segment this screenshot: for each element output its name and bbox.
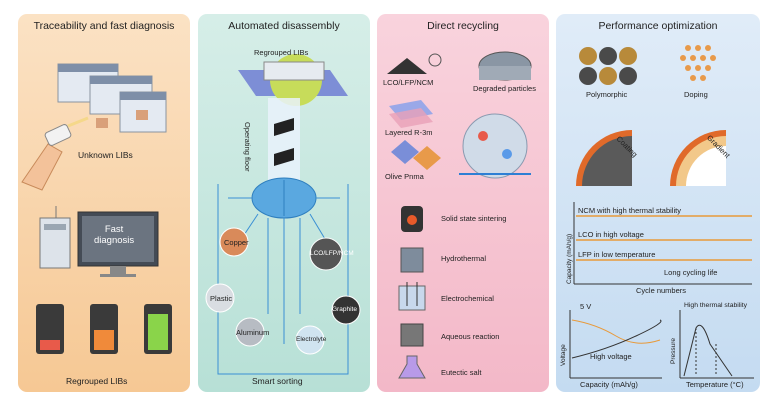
performance-title: Performance optimization: [598, 20, 718, 32]
olive-label: Olive Pnma: [385, 172, 424, 181]
capacity-chart: [573, 202, 752, 285]
cycle-numbers-label: Cycle numbers: [636, 286, 687, 295]
layered-structure-icon: [389, 100, 433, 128]
traceability-illustration: [21, 63, 172, 354]
recycling-illustration: [387, 51, 532, 379]
direct-recycling-panel: Direct recycling: [377, 14, 549, 392]
disassembly-title: Automated disassembly: [228, 20, 340, 32]
unknown-libs-label: Unknown LIBs: [78, 150, 133, 160]
doping-lattice-icon: [680, 45, 716, 81]
fast-diagnosis-label: Fast diagnosis: [94, 224, 135, 246]
regrouped-libs-top-label: Regrouped LIBs: [254, 48, 309, 57]
olivine-structure-icon: [391, 140, 441, 170]
electrochemical-cell-icon: [398, 282, 426, 311]
layered-label: Layered R-3m: [385, 128, 433, 137]
beaker-icon: [400, 323, 424, 347]
aluminum-label: Aluminum: [236, 328, 270, 337]
gear-icon: [238, 54, 348, 106]
lfp-line-label: LFP in low temperature: [578, 250, 656, 259]
operating-floor-label: Operating floor: [243, 122, 252, 172]
degraded-particles-icon: [478, 51, 532, 81]
furnace-icon: [401, 206, 423, 232]
traceability-panel: Traceability and fast diagnosis: [18, 14, 190, 392]
five-volt-label: 5 V: [580, 302, 592, 311]
powder-pile-icon: [387, 53, 442, 74]
voltage-chart: [569, 310, 662, 379]
ncm-line-label: NCM with high thermal stability: [578, 206, 681, 215]
coating-particle-icon: [576, 130, 632, 186]
particle-cluster-icon: [459, 113, 531, 179]
flask-icon: [398, 355, 426, 379]
temperature-xlabel: Temperature (°C): [686, 380, 744, 389]
method-sintering: Solid state sintering: [441, 214, 507, 223]
method-aqueous: Aqueous reaction: [441, 332, 500, 341]
performance-illustration: [569, 45, 754, 379]
doping-label: Doping: [684, 90, 708, 99]
regrouped-batteries-icon: [36, 304, 172, 354]
plastic-label: Plastic: [210, 294, 233, 303]
lco-line-label: LCO in high voltage: [578, 230, 644, 239]
circuit-lines: [217, 184, 349, 375]
barcode-scanner-icon: [21, 116, 89, 191]
lco-lfp-ncm-label: LCO/LFP/NCM: [383, 78, 434, 87]
traceability-title: Traceability and fast diagnosis: [33, 20, 175, 32]
direct-recycling-title: Direct recycling: [427, 20, 499, 32]
polymorphic-particles-icon: [579, 47, 637, 85]
method-hydrothermal: Hydrothermal: [441, 254, 487, 263]
smart-sorting-label: Smart sorting: [252, 376, 303, 386]
voltage-xlabel: Capacity (mAh/g): [580, 380, 638, 389]
regrouped-libs-label: Regrouped LIBs: [66, 376, 128, 386]
capacity-ylabel: Capacity (mAh/g): [566, 233, 573, 284]
material-circles: [205, 227, 361, 355]
graphite-label: Graphite: [332, 306, 357, 313]
lco-lfp-ncm-circle-label: LCO/LFP/NCM: [310, 250, 354, 257]
electrolyte-label: Electrolyte: [296, 336, 327, 343]
disassembly-panel: Automated disassembly: [198, 14, 370, 392]
brain-icon: [251, 177, 317, 219]
computer-icon: [39, 206, 159, 277]
polymorphic-label: Polymorphic: [586, 90, 628, 99]
performance-panel: Performance optimization: [556, 14, 760, 392]
autoclave-icon: [400, 247, 424, 273]
copper-label: Copper: [224, 238, 249, 247]
voltage-ylabel: Voltage: [560, 344, 567, 366]
battery-module-icon: [57, 63, 167, 133]
method-eutectic: Eutectic salt: [441, 368, 482, 377]
method-electrochemical: Electrochemical: [441, 294, 494, 303]
pressure-chart: [679, 310, 754, 379]
degraded-particles-label: Degraded particles: [473, 84, 536, 93]
disassembly-illustration: [205, 54, 361, 375]
high-voltage-label: High voltage: [590, 352, 632, 361]
pressure-ylabel: Pressure: [670, 337, 677, 364]
thermal-stability-label: High thermal stability: [684, 302, 748, 309]
long-cycling-label: Long cycling life: [664, 268, 718, 277]
gradient-particle-icon: [670, 130, 726, 186]
